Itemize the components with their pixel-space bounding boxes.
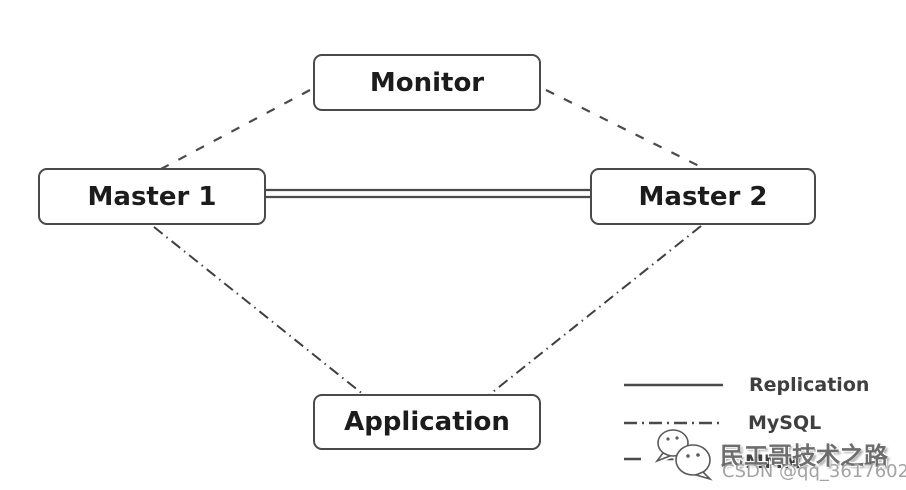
legend-label-mmm: MMM <box>745 451 802 473</box>
wechat-bubbles-icon <box>649 427 718 484</box>
edge-monitor-master1 <box>160 89 311 170</box>
node-master1: Master 1 <box>38 168 266 225</box>
node-master2-label: Master 2 <box>638 181 768 212</box>
node-master2: Master 2 <box>590 168 816 225</box>
edge-monitor-master2 <box>545 89 700 167</box>
edge-master2-application <box>488 225 702 396</box>
node-monitor-label: Monitor <box>369 67 485 98</box>
watermark-csdn-text: CSDN @qq_36176028 <box>722 461 906 482</box>
node-master1-label: Master 1 <box>87 181 217 212</box>
watermark-brand-text: 民工哥技术之路 <box>720 442 888 470</box>
legend-label-mysql: MySQL <box>748 412 822 434</box>
node-application: Application <box>313 394 541 450</box>
node-monitor: Monitor <box>313 54 541 111</box>
edge-master1-application <box>153 226 365 396</box>
node-application-label: Application <box>344 407 510 437</box>
legend-label-replication: Replication <box>749 374 870 396</box>
